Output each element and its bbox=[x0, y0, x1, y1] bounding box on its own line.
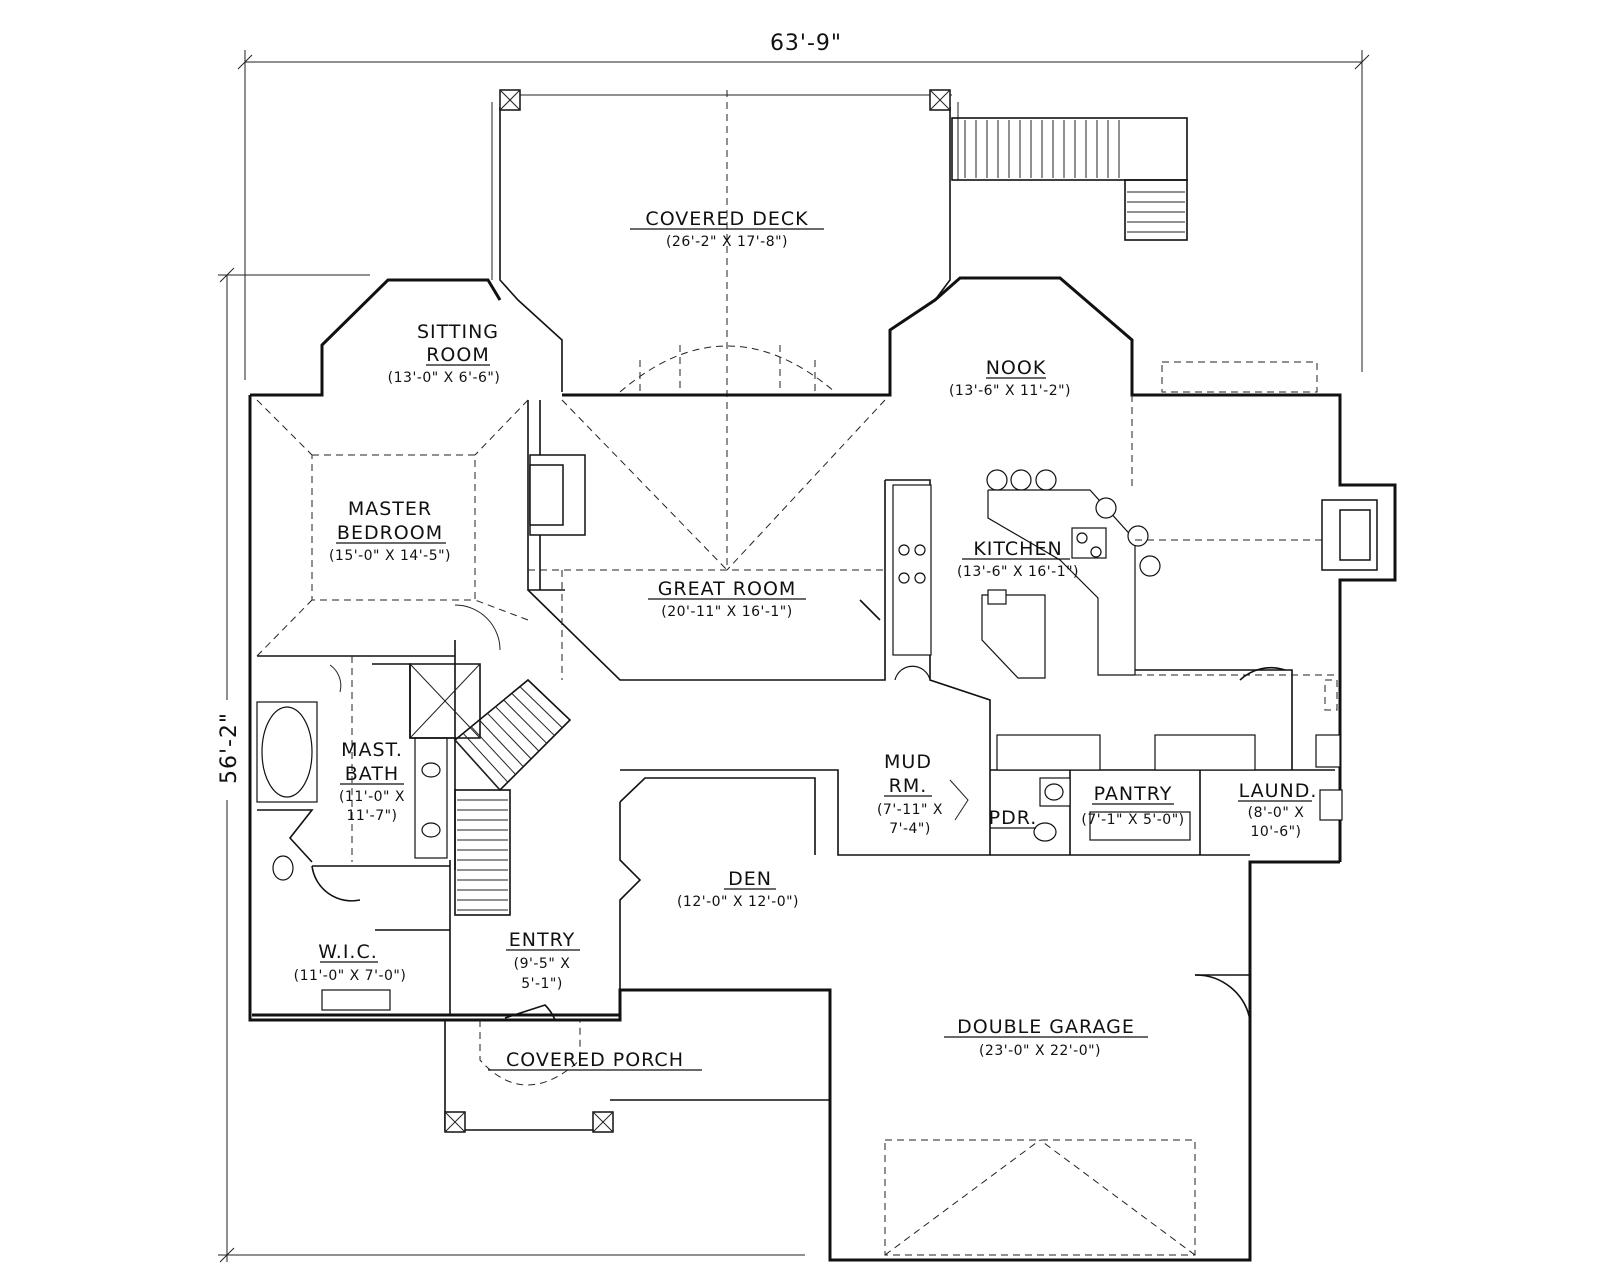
wic-name: W.I.C. bbox=[318, 941, 378, 963]
entry-size-1: (9'-5" X bbox=[514, 956, 571, 972]
central-stair-tread bbox=[470, 726, 516, 775]
covered-deck-size: (26'-2" X 17'-8") bbox=[666, 234, 788, 250]
entry-size-2: 5'-1") bbox=[521, 976, 563, 992]
nook-size: (13'-6" X 11'-2") bbox=[949, 383, 1071, 399]
pantry-size: (7'-1" X 5'-0") bbox=[1081, 812, 1184, 828]
sitting-room-name-1: SITTING bbox=[417, 321, 499, 343]
room-labels: SITTING ROOM (13'-0" X 6'-6") NOOK (13'-… bbox=[294, 321, 1318, 1071]
door-swings bbox=[329, 599, 969, 821]
powder-name: PDR. bbox=[989, 807, 1038, 829]
central-stair-tread bbox=[454, 739, 501, 791]
mud-room-size-1: (7'-11" X bbox=[877, 802, 943, 818]
laundry-size-2: 10'-6") bbox=[1250, 824, 1301, 840]
great-room-size: (20'-11" X 16'-1") bbox=[661, 604, 792, 620]
entry-name: ENTRY bbox=[509, 929, 575, 951]
kitchen-size: (13'-6" X 16'-1") bbox=[957, 564, 1079, 580]
sitting-room-name-2: ROOM bbox=[426, 344, 490, 366]
master-bath-name-1: MAST. bbox=[341, 739, 403, 761]
central-stair-tread bbox=[478, 719, 524, 768]
mud-room-name-1: MUD bbox=[884, 751, 932, 773]
great-room-name: GREAT ROOM bbox=[658, 578, 797, 600]
central-stairs bbox=[409, 663, 572, 916]
central-stair-tread bbox=[487, 712, 532, 760]
garage-details bbox=[884, 974, 1251, 1256]
laundry-name: LAUND. bbox=[1239, 780, 1318, 802]
overall-width-label: 63'-9" bbox=[770, 31, 842, 56]
master-bath-name-2: BATH bbox=[345, 763, 399, 785]
master-bath-size-2: 11'-7") bbox=[346, 808, 397, 824]
covered-deck-name: COVERED DECK bbox=[645, 208, 808, 230]
powder-fixtures bbox=[1033, 777, 1191, 842]
central-stair-tread bbox=[503, 699, 548, 744]
double-garage-name: DOUBLE GARAGE bbox=[957, 1016, 1135, 1038]
nook-name: NOOK bbox=[986, 357, 1047, 379]
exterior-walls bbox=[248, 276, 1397, 1262]
covered-porch-name: COVERED PORCH bbox=[506, 1049, 684, 1071]
master-bedroom-ceiling bbox=[256, 399, 529, 657]
kitchen-name: KITCHEN bbox=[973, 538, 1062, 560]
mud-room-name-2: RM. bbox=[889, 775, 928, 797]
laundry-size-1: (8'-0" X bbox=[1248, 805, 1305, 821]
mud-room-size-2: 7'-4") bbox=[889, 821, 931, 837]
laundry-fixtures bbox=[1315, 679, 1343, 821]
master-bath-fixtures bbox=[256, 656, 455, 881]
master-bath-size-1: (11'-0" X bbox=[339, 789, 405, 805]
interior-walls bbox=[257, 400, 1335, 1015]
wic-size: (11'-0" X 7'-0") bbox=[294, 968, 407, 984]
kitchen-details bbox=[892, 395, 1340, 771]
central-stair-tread bbox=[511, 692, 555, 736]
double-garage-size: (23'-0" X 22'-0") bbox=[979, 1043, 1101, 1059]
central-stair-tread bbox=[495, 706, 540, 752]
den-size: (12'-0" X 12'-0") bbox=[677, 894, 799, 910]
den-name: DEN bbox=[728, 868, 772, 890]
sitting-room-size: (13'-0" X 6'-6") bbox=[388, 370, 501, 386]
great-room-details bbox=[528, 399, 886, 680]
central-stair-tread bbox=[519, 686, 563, 729]
master-bedroom-name-1: MASTER bbox=[348, 498, 432, 520]
wic-details bbox=[311, 865, 450, 1011]
deck-stairs bbox=[951, 117, 1188, 241]
master-bedroom-size: (15'-0" X 14'-5") bbox=[329, 548, 451, 564]
central-stair-tread bbox=[462, 732, 509, 783]
pantry-name: PANTRY bbox=[1094, 783, 1173, 805]
covered-porch-structure bbox=[444, 1004, 830, 1133]
master-bedroom-name-2: BEDROOM bbox=[337, 522, 443, 544]
overall-depth-label: 56'-2" bbox=[217, 712, 242, 784]
nook-fireplace bbox=[1161, 361, 1378, 571]
